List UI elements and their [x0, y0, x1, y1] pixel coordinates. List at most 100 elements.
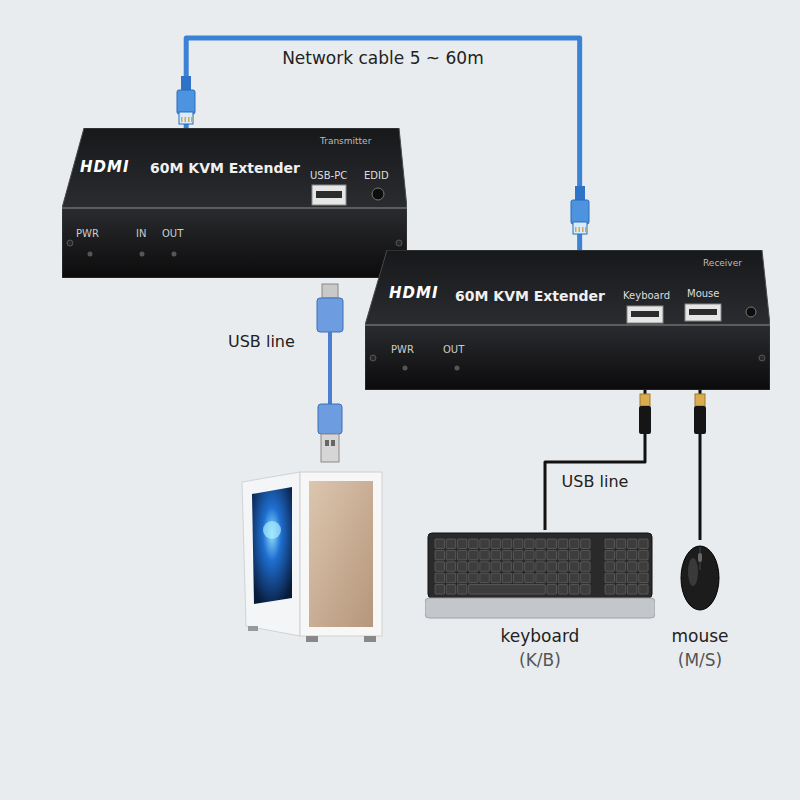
key [469, 550, 479, 560]
usb-a-plug [639, 394, 651, 434]
key [480, 562, 490, 572]
device-name: mouse [660, 626, 740, 646]
port-label: Mouse [687, 288, 719, 300]
key [480, 539, 490, 549]
indicator-label: IN [136, 228, 146, 240]
key [513, 550, 523, 560]
usb-cable-pc [317, 284, 343, 462]
key [435, 550, 445, 560]
key [502, 550, 512, 560]
usb-b-plug-body [317, 298, 343, 332]
device-name: keyboard [425, 626, 655, 646]
key [446, 573, 456, 583]
top-face [365, 250, 770, 325]
key [525, 550, 535, 560]
key [616, 550, 626, 560]
pc-front-frame [300, 472, 382, 636]
pc-foot [364, 636, 376, 642]
pc-tower [242, 472, 382, 642]
rj45-pin [188, 117, 190, 122]
key [480, 550, 490, 560]
usb-plug-body [694, 406, 706, 434]
rj45-plug [177, 76, 195, 124]
key [435, 562, 445, 572]
key [627, 550, 637, 560]
rj45-tip [179, 112, 193, 124]
key [616, 585, 626, 595]
rj45-pin [181, 117, 183, 122]
key [513, 539, 523, 549]
key [547, 539, 557, 549]
key [605, 539, 615, 549]
rj45-pin [579, 227, 581, 232]
pc-fan-glow [263, 521, 281, 539]
rj45-body [177, 90, 195, 114]
key [435, 585, 445, 595]
pc-front-panel [309, 481, 373, 627]
key [616, 539, 626, 549]
led [172, 252, 177, 257]
key [525, 562, 535, 572]
key [558, 573, 568, 583]
key [469, 539, 479, 549]
key [491, 573, 501, 583]
rj45-tip [573, 222, 587, 234]
pc-foot [248, 626, 258, 631]
key [502, 573, 512, 583]
key [491, 562, 501, 572]
key [536, 573, 546, 583]
screw [396, 240, 402, 246]
key [502, 562, 512, 572]
key [558, 585, 568, 595]
usb-cable [545, 390, 645, 530]
usb-port-tongue [631, 311, 659, 317]
key [605, 562, 615, 572]
node-shape [365, 250, 770, 390]
key [627, 562, 637, 572]
rj45-pin [185, 117, 187, 122]
pc-foot [306, 636, 318, 642]
port-label: Keyboard [623, 290, 670, 302]
usb-a-plug-hole [325, 440, 329, 446]
key [581, 562, 591, 572]
device-abbreviation: (K/B) [425, 650, 655, 670]
led [455, 366, 460, 371]
indicator-label: PWR [391, 344, 414, 356]
key [457, 573, 467, 583]
led [88, 252, 93, 257]
key [446, 562, 456, 572]
unit-name: Transmitter [320, 136, 371, 147]
key [547, 562, 557, 572]
key [536, 550, 546, 560]
usb-a-plug-hole [331, 440, 335, 446]
key [569, 573, 579, 583]
usb-b-plug-metal [322, 284, 338, 298]
button-label: EDID [364, 170, 389, 182]
screw [67, 240, 73, 246]
rj45-plug [571, 186, 589, 234]
key [639, 562, 649, 572]
key [435, 573, 445, 583]
cable-label: USB line [228, 332, 295, 351]
key [558, 562, 568, 572]
key [616, 573, 626, 583]
front-face [365, 325, 770, 390]
key [569, 585, 579, 595]
key [627, 585, 637, 595]
usb-port-tongue [689, 309, 717, 315]
key [581, 573, 591, 583]
key [605, 573, 615, 583]
key [558, 550, 568, 560]
key [446, 585, 456, 595]
key [639, 550, 649, 560]
edge-label: USB line [559, 472, 632, 491]
key [581, 585, 591, 595]
key [446, 539, 456, 549]
model-name: 60M KVM Extender [455, 288, 605, 305]
key [469, 573, 479, 583]
front-face [62, 208, 407, 278]
key [547, 585, 557, 595]
